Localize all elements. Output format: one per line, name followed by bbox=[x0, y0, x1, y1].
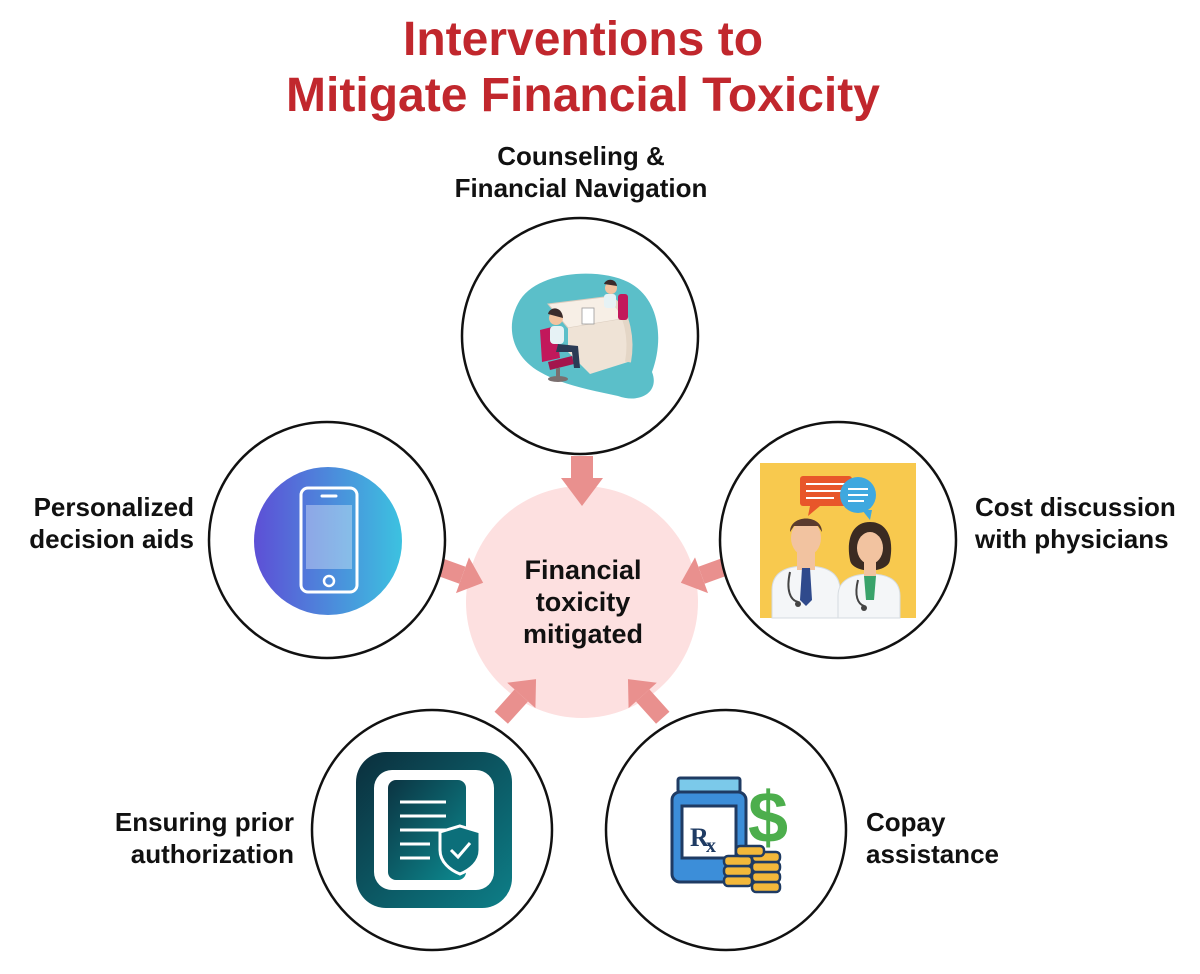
copay-label: Copay assistance bbox=[866, 806, 1046, 870]
copay-line-2: assistance bbox=[866, 839, 999, 869]
arrow-from-copay bbox=[627, 679, 670, 724]
counseling-line-2: Financial Navigation bbox=[454, 173, 708, 203]
prior-auth-line-2: authorization bbox=[130, 839, 294, 869]
decision-aids-line-2: decision aids bbox=[29, 524, 194, 554]
title-line-1: Interventions to bbox=[402, 13, 764, 66]
counseling-meeting-icon bbox=[511, 273, 659, 399]
doctors-chat-icon bbox=[760, 463, 916, 619]
counseling-label: Counseling & Financial Navigation bbox=[430, 140, 732, 204]
cost-discussion-line-2: with physicians bbox=[975, 524, 1169, 554]
shield-document-icon bbox=[356, 752, 512, 908]
svg-text:$: $ bbox=[748, 778, 788, 858]
prior-auth-line-1: Ensuring prior bbox=[114, 807, 294, 837]
center-circle bbox=[466, 486, 698, 718]
counseling-line-1: Counseling & bbox=[497, 141, 665, 171]
svg-text:R: R bbox=[690, 823, 709, 852]
rx-bottle-dollar-icon: R x $ bbox=[670, 776, 788, 894]
decision-aids-line-1: Personalized bbox=[33, 492, 194, 522]
cost-discussion-label: Cost discussion with physicians bbox=[975, 491, 1195, 555]
center-line-1: Financial bbox=[524, 555, 642, 585]
title-line-2: Mitigate Financial Toxicity bbox=[286, 69, 880, 122]
center-line-2: toxicity bbox=[535, 587, 631, 617]
smartphone-icon bbox=[254, 467, 402, 615]
center-line-3: mitigated bbox=[522, 619, 643, 649]
center-label: Financial toxicity mitigated bbox=[470, 554, 696, 650]
arrow-from-counseling bbox=[561, 456, 603, 506]
decision-aids-label: Personalized decision aids bbox=[8, 491, 194, 555]
copay-line-1: Copay bbox=[866, 807, 946, 837]
svg-text:x: x bbox=[706, 835, 716, 857]
cost-discussion-line-1: Cost discussion bbox=[975, 492, 1176, 522]
arrow-from-prior-auth bbox=[494, 679, 537, 724]
prior-auth-label: Ensuring prior authorization bbox=[96, 806, 294, 870]
diagram-title: Interventions to Mitigate Financial Toxi… bbox=[0, 12, 1166, 124]
